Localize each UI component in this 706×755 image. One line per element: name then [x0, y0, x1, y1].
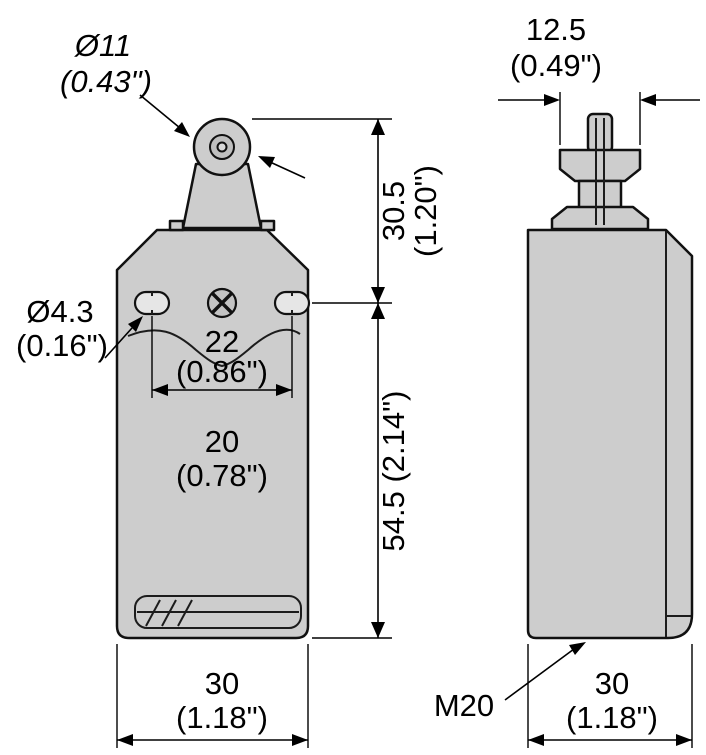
dim-hole-spacing-v-mm: 20	[205, 424, 239, 459]
front-view	[115, 117, 311, 640]
dim-plunger-width: 12.5 (0.49")	[498, 12, 700, 145]
side-plunger-slot	[595, 118, 605, 225]
slot-center-marks	[151, 292, 293, 314]
dim-hole-spacing-h-in: (0.86")	[176, 354, 268, 389]
dim-head-height: 30.5 (1.20")	[252, 118, 443, 304]
dim-side-depth-in: (1.18")	[566, 700, 658, 735]
dim-plunger-width-in: (0.49")	[510, 48, 602, 83]
dim-head-height-mm: 30.5	[376, 181, 411, 241]
dim-roller-diameter-in: (0.43")	[60, 64, 152, 99]
side-body	[526, 228, 694, 640]
dim-plunger-width-mm: 12.5	[526, 12, 586, 47]
roller-axle	[216, 141, 228, 153]
dim-body-height: 54.5 (2.14")	[312, 303, 411, 639]
dim-hole-spacing-v-in: (0.78")	[176, 458, 268, 493]
screw-cross-icon	[211, 292, 233, 314]
dim-hole-diameter-in: (0.16")	[16, 328, 108, 363]
side-plunger-neck	[577, 179, 623, 210]
dim-side-depth: 30 (1.18")	[527, 644, 693, 748]
front-cast-contour	[127, 328, 301, 368]
leader-arrow	[258, 156, 275, 168]
dim-front-width: 30 (1.18")	[116, 644, 309, 748]
dim-conduit-thread: M20	[434, 642, 586, 723]
side-plunger-cap	[558, 148, 642, 183]
dim-hole-diameter: Ø4.3 (0.16")	[16, 294, 143, 363]
terminal-recess-hatch	[145, 599, 193, 627]
dim-head-height-in: (1.20")	[408, 165, 443, 257]
dim-hole-diameter-mm: Ø4.3	[26, 294, 93, 329]
dim-side-depth-mm: 30	[595, 666, 629, 701]
dim-hole-spacing-v: 20 (0.78")	[176, 424, 268, 493]
dim-front-width-in: (1.18")	[176, 700, 268, 735]
front-top-tab-right	[259, 219, 276, 232]
side-plunger-stem	[586, 112, 614, 154]
front-top-tab-left	[168, 219, 185, 232]
dim-roller-diameter-mm: Ø11	[74, 28, 131, 63]
dim-conduit-thread-label: M20	[434, 688, 494, 723]
leader-arrow	[174, 122, 190, 137]
dim-body-height-combined: 54.5 (2.14")	[376, 391, 411, 552]
dim-hole-spacing-h-mm: 22	[205, 324, 239, 359]
terminal-recess	[134, 595, 302, 629]
dim-front-width-mm: 30	[205, 666, 239, 701]
dim-hole-spacing-h: 22 (0.86")	[151, 316, 293, 398]
dim-roller-diameter: Ø11 (0.43")	[60, 28, 306, 179]
side-plunger-flange	[550, 205, 650, 231]
side-view	[526, 112, 694, 640]
